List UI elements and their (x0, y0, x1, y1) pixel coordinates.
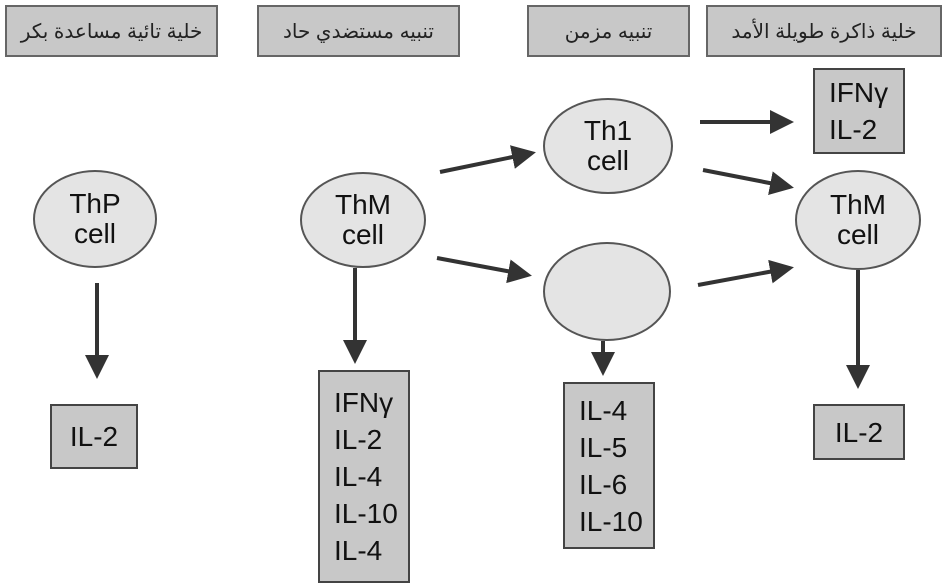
thp-cytokine-box: IL-2 (50, 404, 138, 469)
arrow-thm-to-th1 (439, 145, 536, 174)
cytokine-label: IL-2 (334, 424, 383, 455)
unlabeled-cell (543, 242, 671, 341)
th1-cell-line1: Th1 (583, 115, 633, 146)
header-acute-antigen-stimulation: تنبيه مستضدي حاد (257, 5, 460, 57)
header-memory-cell: خلية ذاكرة طويلة الأمد (706, 5, 942, 57)
th1-cell-line2: cell (586, 145, 629, 176)
unlabeled-cytokine-box: IL-4 IL-5 IL-6 IL-10 (563, 382, 655, 549)
arrow-unlabeled-to-memory (697, 259, 794, 287)
thm-cytokine-box: IFNγ IL-2 IL-4 IL-10 IL-4 (318, 370, 410, 583)
cytokine-label: IL-2 (829, 114, 878, 145)
thm-memory-cell: ThM cell (795, 170, 921, 270)
cytokine-label: IL-4 (334, 535, 383, 566)
thm-cell-line2: cell (341, 219, 384, 250)
th1-cytokine-box: IFNγ IL-2 (813, 68, 905, 154)
arrow-th1-to-memory (702, 168, 794, 195)
header-chronic-stimulation: تنبيه مزمن (527, 5, 690, 57)
thm-memory-cell-line2: cell (836, 219, 879, 250)
header-naive-helper-cell: خلية تائية مساعدة بكر (5, 5, 218, 57)
cytokine-label: IFNγ (334, 387, 394, 418)
memory-cytokine-box: IL-2 (813, 404, 905, 460)
cytokine-label: IL-6 (579, 468, 628, 500)
cytokine-label: IL-10 (334, 498, 398, 529)
thp-cell-line2: cell (73, 218, 116, 249)
thm-cell-line1: ThM (335, 189, 391, 220)
cytokine-label: IL-4 (334, 461, 383, 492)
thp-cell: ThP cell (33, 170, 157, 268)
th1-cell: Th1 cell (543, 98, 673, 194)
cytokine-label: IL-2 (69, 421, 119, 452)
arrow-thm-to-unlabeled (436, 256, 532, 284)
cytokine-label: IL-4 (579, 394, 628, 426)
thm-cell: ThM cell (300, 172, 426, 268)
cytokine-label: IL-2 (834, 416, 884, 448)
cytokine-label: IFNγ (829, 77, 889, 108)
cytokine-label: IL-10 (579, 505, 643, 537)
thm-memory-cell-line1: ThM (830, 189, 886, 220)
cytokine-label: IL-5 (579, 431, 628, 463)
thp-cell-line1: ThP (69, 188, 121, 219)
